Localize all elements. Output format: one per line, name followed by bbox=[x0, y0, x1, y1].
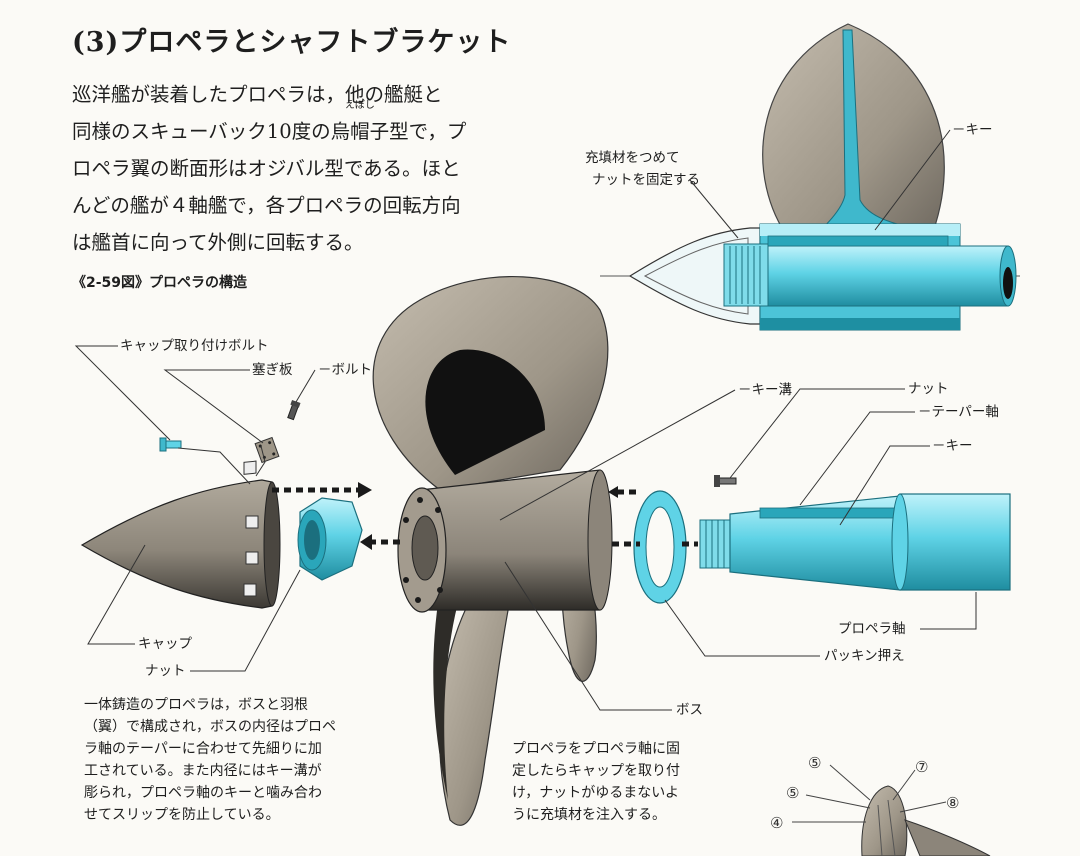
section-heading: (3)プロペラとシャフトブラケット bbox=[72, 27, 512, 58]
label-bolt: －ボルト bbox=[318, 362, 372, 378]
body-line-3: ロペラ翼の断面形はオジバル型である。ほと bbox=[72, 157, 461, 180]
nut-part bbox=[297, 497, 363, 581]
cover-plate bbox=[254, 436, 280, 464]
marker-7: ⑦ bbox=[915, 758, 928, 776]
body-line-5: は艦首に向って外側に回転する。 bbox=[72, 231, 364, 254]
ruby-word: えぼし烏帽子 bbox=[330, 100, 390, 144]
label-nut-right: ナット bbox=[908, 381, 949, 397]
body-text: 巡洋艦が装着したプロペラは，他の艦艇と 同様のスキューバック10度のえぼし烏帽子… bbox=[72, 76, 527, 261]
label-taper-shaft: －テーパー軸 bbox=[918, 404, 999, 420]
bolt-small-left bbox=[159, 437, 182, 452]
marker-8: ⑧ bbox=[946, 794, 959, 812]
cutaway-diagram bbox=[600, 23, 1020, 331]
marker-4: ④ bbox=[770, 814, 783, 832]
label-cover-plate: 塞ぎ板 bbox=[252, 362, 293, 378]
label-cap-bolt: キャップ取り付けボルト bbox=[120, 338, 269, 354]
marker-5a: ⑤ bbox=[808, 754, 821, 772]
figure-title: 《2-59図》プロペラの構造 bbox=[72, 275, 248, 291]
detail-fragment bbox=[792, 764, 991, 856]
label-packing-holder: パッキン押え bbox=[824, 648, 905, 664]
body-line-4: んどの艦が４軸艦で，各プロペラの回転方向 bbox=[72, 194, 461, 217]
label-filler-1: 充填材をつめて bbox=[585, 150, 680, 166]
bolt-small-right bbox=[714, 475, 737, 487]
label-cap: キャップ bbox=[138, 636, 192, 652]
caption-right: プロペラをプロペラ軸に固 定したらキャップを取り付 け，ナットがゆるまないよ う… bbox=[512, 741, 680, 823]
bolt-small-vertical bbox=[287, 399, 301, 421]
body-line-2: 同様のスキューバック10度のえぼし烏帽子型で，プ bbox=[72, 100, 527, 150]
packing-holder-part bbox=[633, 490, 687, 604]
label-keyway: －キー溝 bbox=[738, 382, 792, 398]
label-filler-2: ナットを固定する bbox=[592, 172, 700, 188]
cutaway-shaft bbox=[767, 245, 1009, 307]
label-boss: ボス bbox=[676, 702, 703, 718]
label-key-right: －キー bbox=[932, 438, 973, 454]
cutaway-nut bbox=[723, 243, 769, 307]
label-propeller-shaft: プロペラ軸 bbox=[838, 621, 906, 637]
propeller bbox=[372, 276, 613, 826]
cap-part bbox=[80, 460, 281, 609]
shaft-part bbox=[699, 493, 1011, 591]
caption-left: 一体鋳造のプロペラは，ボスと羽根 （翼）で構成され，ボスの内径はプロペ ラ軸のテ… bbox=[84, 697, 336, 823]
assembly-arrows bbox=[272, 487, 698, 547]
body-line-1: 巡洋艦が装着したプロペラは，他の艦艇と bbox=[72, 83, 443, 106]
label-key-top: －キー bbox=[952, 122, 993, 138]
leader-lines bbox=[74, 129, 977, 711]
boss-part bbox=[419, 469, 610, 611]
marker-5b: ⑤ bbox=[786, 784, 799, 802]
label-nut-left: ナット bbox=[145, 663, 186, 679]
